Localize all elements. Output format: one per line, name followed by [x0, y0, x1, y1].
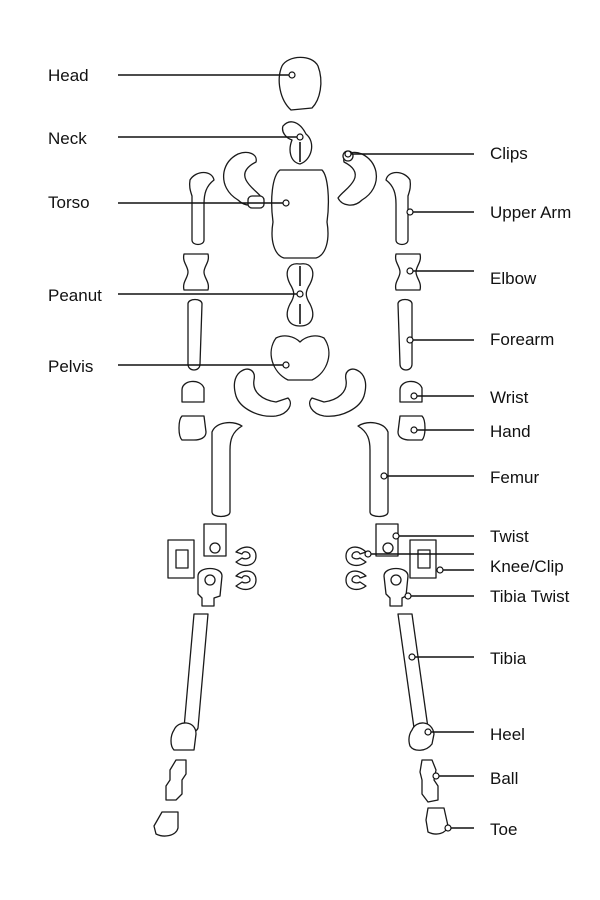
dot-toe: [444, 824, 452, 832]
forearm-right: [397, 298, 413, 371]
label-pelvis: Pelvis: [48, 357, 93, 376]
dot-elbow: [406, 267, 414, 275]
pelvis-part: [270, 335, 330, 381]
elbow-left: [182, 253, 210, 291]
femur-left: [211, 421, 243, 518]
neck-part: [281, 121, 313, 165]
label-toe: Toe: [490, 820, 517, 839]
label-femur: Femur: [490, 468, 539, 487]
knee-clip-lower-right: [345, 570, 367, 591]
label-wrist: Wrist: [490, 388, 529, 407]
label-head: Head: [48, 66, 89, 85]
dot-neck: [296, 133, 304, 141]
torso-clip-left: [247, 195, 265, 209]
label-heel: Heel: [490, 725, 525, 744]
dot-tibia: [408, 653, 416, 661]
hand-left: [178, 415, 207, 441]
heel-left: [170, 722, 197, 751]
label-forearm: Forearm: [490, 330, 554, 349]
dot-torso: [282, 199, 290, 207]
tibia-twist-left: [197, 567, 223, 607]
tibia-twist-hole-left: [204, 574, 216, 586]
knee-block-right: [409, 539, 437, 579]
toe-left: [153, 811, 179, 837]
head-part: [278, 56, 322, 111]
label-torso: Torso: [48, 193, 90, 212]
dot-tibia-twist: [404, 592, 412, 600]
upper-arm-right: [385, 171, 412, 246]
femur-right: [357, 421, 389, 518]
upper-arm-left: [188, 171, 215, 246]
dot-clips: [344, 150, 352, 158]
label-twist: Twist: [490, 527, 529, 546]
tibia-twist-right: [383, 567, 409, 607]
labels: Head Neck Torso Peanut Pelvis Clips Uppe…: [48, 66, 571, 839]
knee-clip-upper-right: [345, 546, 367, 567]
dot-ball: [432, 772, 440, 780]
leader-lines: [118, 71, 474, 832]
knee-clip-upper-left: [235, 546, 257, 567]
dot-heel: [424, 728, 432, 736]
tibia-twist-hole-right: [390, 574, 402, 586]
hip-bone-left: [233, 368, 291, 417]
label-tibia: Tibia: [490, 649, 527, 668]
label-tibia-twist: Tibia Twist: [490, 587, 570, 606]
dot-pelvis: [282, 361, 290, 369]
twist-hole-right: [382, 542, 394, 554]
knee-block-left: [167, 539, 195, 579]
dot-peanut: [296, 290, 304, 298]
dot-knee-clip-b: [436, 566, 444, 574]
twist-hole-left: [209, 542, 221, 554]
torso-part: [271, 169, 329, 259]
wrist-right: [399, 380, 423, 403]
toe-right: [425, 807, 449, 835]
label-neck: Neck: [48, 129, 87, 148]
label-upper-arm: Upper Arm: [490, 203, 571, 222]
dot-head: [288, 71, 296, 79]
ball-right: [419, 759, 439, 803]
dot-femur: [380, 472, 388, 480]
dot-knee-clip-a: [364, 550, 372, 558]
body-parts: [153, 56, 449, 837]
forearm-left: [187, 298, 203, 371]
dot-forearm: [406, 336, 414, 344]
label-clips: Clips: [490, 144, 528, 163]
ball-left: [165, 759, 187, 801]
label-ball: Ball: [490, 769, 518, 788]
dot-twist: [392, 532, 400, 540]
label-hand: Hand: [490, 422, 531, 441]
label-knee-clip: Knee/Clip: [490, 557, 564, 576]
tibia-left: [183, 613, 209, 734]
knee-clip-lower-left: [235, 570, 257, 591]
dot-upper-arm: [406, 208, 414, 216]
wrist-left: [181, 380, 205, 403]
heel-right: [408, 722, 435, 751]
label-elbow: Elbow: [490, 269, 537, 288]
dot-wrist: [410, 392, 418, 400]
dot-hand: [410, 426, 418, 434]
tibia-right: [397, 613, 429, 734]
label-peanut: Peanut: [48, 286, 102, 305]
shoulder-clip-right: [337, 151, 378, 206]
hip-bone-right: [309, 368, 367, 417]
